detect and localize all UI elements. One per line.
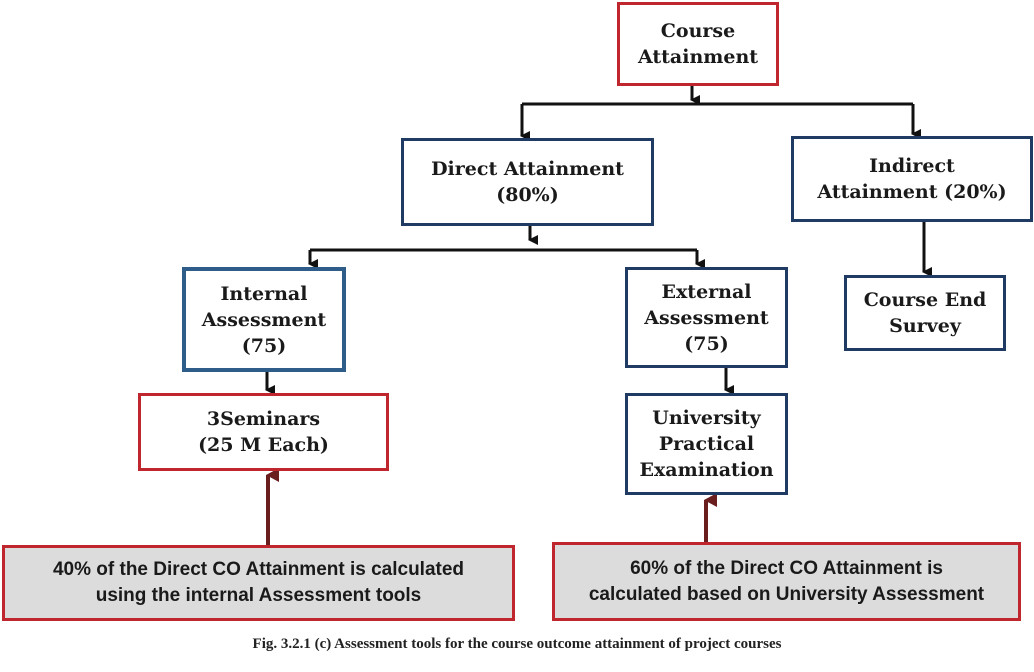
external-assessment-line-1: External <box>661 280 752 303</box>
university-practical-line-2: Practical <box>658 433 755 455</box>
note-university-box: 60% of the Direct CO Attainment is calcu… <box>552 542 1021 621</box>
indirect-attainment-line-1: Indirect <box>869 155 955 177</box>
course-end-survey-line-1: Course End <box>863 289 987 311</box>
figure-caption: Fig. 3.2.1 (c) Assessment tools for the … <box>252 636 782 652</box>
direct-attainment-line-1: Direct Attainment <box>431 158 624 180</box>
note-internal-box: 40% of the Direct CO Attainment is calcu… <box>2 545 515 621</box>
internal-assessment-node: Internal Assessment (75) <box>182 267 346 372</box>
internal-assessment-line-2: Assessment <box>201 308 327 331</box>
indirect-attainment-node: Indirect Attainment (20%) <box>791 136 1033 222</box>
course-attainment-line-1: Course <box>660 20 736 42</box>
course-end-survey-node: Course End Survey <box>844 275 1006 351</box>
indirect-attainment-line-2: Attainment (20%) <box>817 181 1007 203</box>
university-practical-line-3: Examination <box>639 459 774 481</box>
note-university-line-2: calculated based on University Assessmen… <box>588 583 985 605</box>
internal-assessment-line-1: Internal <box>220 282 308 305</box>
external-assessment-line-3: (75) <box>684 332 729 355</box>
university-practical-node: University Practical Examination <box>625 393 788 495</box>
seminars-line-1: 3Seminars <box>206 408 321 430</box>
note-university-line-1: 60% of the Direct CO Attainment is <box>630 557 943 579</box>
internal-assessment-line-3: (75) <box>241 334 287 357</box>
external-assessment-node: External Assessment (75) <box>625 267 788 368</box>
direct-attainment-line-2: (80%) <box>496 184 559 206</box>
seminars-node: 3Seminars (25 M Each) <box>138 393 389 471</box>
direct-attainment-node: Direct Attainment (80%) <box>401 138 654 226</box>
university-practical-line-1: University <box>652 407 761 429</box>
course-attainment-node: Course Attainment <box>617 2 779 86</box>
course-attainment-line-2: Attainment <box>637 46 759 68</box>
external-assessment-line-2: Assessment <box>644 306 769 329</box>
note-internal-line-2: using the internal Assessment tools <box>95 585 422 606</box>
note-internal-line-1: 40% of the Direct CO Attainment is calcu… <box>52 559 465 580</box>
seminars-line-2: (25 M Each) <box>198 434 329 456</box>
course-end-survey-line-2: Survey <box>889 315 961 337</box>
